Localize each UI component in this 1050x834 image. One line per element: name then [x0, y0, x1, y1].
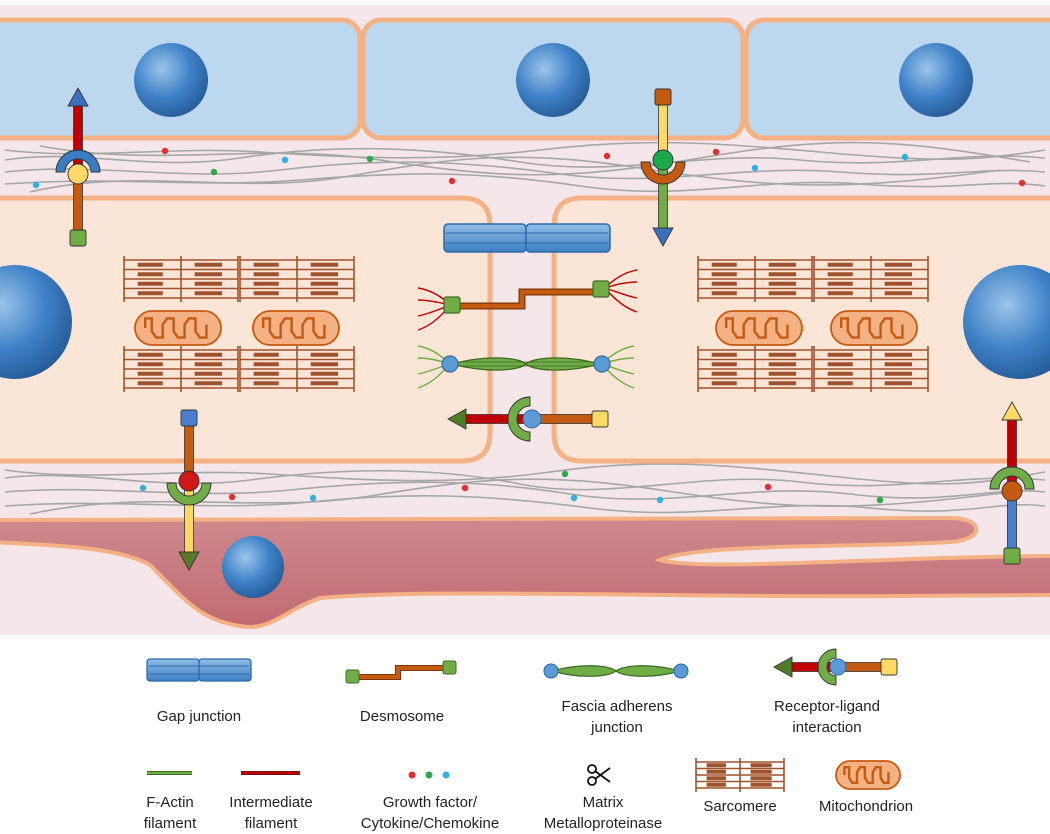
nucleus [222, 536, 284, 598]
sarcomere [813, 346, 929, 392]
legend-label-receptor-ligand: Receptor-ligand interaction [774, 698, 880, 736]
nucleus [963, 265, 1050, 379]
legend-label-mitochondrion: Mitochondrion [818, 798, 914, 815]
growth-factor-dot [764, 483, 772, 491]
legend-label-growth-factor: Growth factor/ Cytokine/Chemokine [360, 794, 500, 832]
scissors-icon [587, 764, 611, 786]
receptor-ligand-complex [447, 396, 609, 442]
ecm-fibers-top [4, 141, 1046, 193]
sarcomere [695, 758, 785, 792]
mitochondrion [835, 760, 901, 790]
legend-label-fascia-adherens: Fascia adherens junction [561, 698, 673, 736]
legend-sarcomere-icon [695, 758, 785, 792]
growth-factor-dot [712, 148, 720, 156]
legend-fascia-adherens-icon [543, 663, 689, 679]
nucleus [516, 43, 590, 117]
legend [146, 648, 901, 792]
growth-factor-dot [309, 494, 317, 502]
growth-factor-dot [656, 496, 664, 504]
growth-factor-dot [161, 147, 169, 155]
receptor-ligand-complex [55, 87, 101, 247]
legend-label-intermediate-filament: Intermediate filament [229, 794, 313, 832]
mitochondrion [715, 310, 803, 346]
legend-growth-factor-dot [442, 771, 450, 779]
gap-junction-channel [525, 223, 611, 253]
fascia-adherens-anchor [593, 355, 611, 373]
desmosome-plaque [592, 280, 610, 298]
legend-label-matrix-mmp: Matrix Metalloproteinase [543, 794, 663, 832]
endothelial-cell-row [0, 17, 1050, 141]
fascia-adherens-anchor [441, 355, 459, 373]
sarcomere-group [123, 256, 929, 392]
cardiomyocyte [0, 195, 493, 464]
fascia-adherens-junction [417, 345, 635, 389]
legend-gap-junction-icon [146, 658, 252, 682]
growth-factor-dot [139, 484, 147, 492]
growth-factor-dot [751, 164, 759, 172]
sarcomere [239, 256, 355, 302]
receptor-ligand-complex [773, 648, 898, 686]
legend-mitochondrion-icon [835, 760, 901, 790]
growth-factor-dot [876, 496, 884, 504]
sarcomere [123, 256, 239, 302]
growth-factor-dot [461, 484, 469, 492]
growth-factor-dot [901, 153, 909, 161]
gap-junction-channel [443, 223, 527, 253]
nucleus [0, 265, 72, 379]
growth-factor-dot [603, 152, 611, 160]
endothelial-cell [743, 17, 1050, 141]
mitochondrion [830, 310, 918, 346]
growth-factor-dot [228, 493, 236, 501]
mitochondrion [134, 310, 222, 346]
desmosome [417, 269, 638, 331]
mitochondrion [252, 310, 340, 346]
sarcomere [697, 346, 813, 392]
growth-factor-dot [210, 168, 218, 176]
growth-factor-dot [366, 155, 374, 163]
growth-factor-dot [561, 470, 569, 478]
legend-label-f-actin: F-Actin filament [143, 794, 197, 832]
desmosome-plaque [443, 296, 461, 314]
legend-label-sarcomere: Sarcomere [703, 798, 777, 815]
legend-growth-factor-dot [408, 771, 416, 779]
growth-factor-dot [570, 494, 578, 502]
growth-factor-dot [32, 181, 40, 189]
receptor-ligand-complex [166, 409, 212, 571]
sarcomere [123, 346, 239, 392]
growth-factor-dot [281, 156, 289, 164]
desmosome-link [456, 289, 596, 309]
legend-label-desmosome: Desmosome [359, 708, 445, 725]
mitochondrion-group [134, 310, 918, 346]
nucleus [134, 43, 208, 117]
sarcomere [239, 346, 355, 392]
receptor-ligand-complex [989, 401, 1035, 565]
sarcomere [697, 256, 813, 302]
receptor-ligand-group [55, 87, 1035, 571]
receptor-ligand-complex [640, 88, 686, 247]
legend-desmosome-icon [345, 660, 457, 684]
legend-growth-factor-dot [425, 771, 433, 779]
sarcomere [813, 256, 929, 302]
growth-factor-dot [448, 177, 456, 185]
growth-factor-dot [1018, 179, 1026, 187]
legend-label-gap-junction: Gap junction [156, 708, 242, 725]
gap-junction [443, 223, 611, 253]
growth-factor-group [32, 147, 1026, 504]
nucleus [899, 43, 973, 117]
legend-receptor-ligand-icon [773, 648, 898, 686]
